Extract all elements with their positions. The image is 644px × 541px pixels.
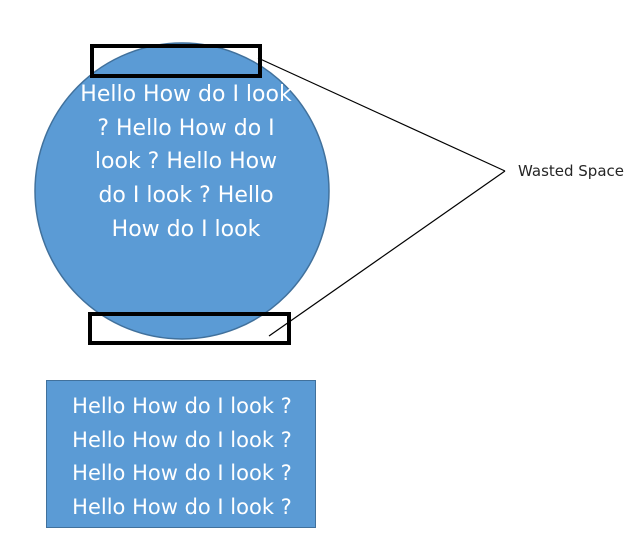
bottom-wasted-space-box: [88, 312, 291, 345]
rectangle-text-line: Hello How do I look ?: [72, 427, 292, 452]
circle-shape-text: Hello How do I look ? Hello How do I loo…: [80, 82, 292, 242]
callout-line-bottom: [268, 170, 506, 337]
rectangle-shape: Hello How do I look ? Hello How do I loo…: [46, 380, 316, 528]
top-wasted-space-box: [90, 44, 262, 78]
rectangle-text-line: Hello How do I look ?: [72, 394, 292, 418]
rectangle-text-line: Hello How do I look ?: [72, 461, 292, 486]
circle-shape: [34, 42, 330, 340]
wasted-space-label: Wasted Space: [518, 162, 624, 180]
callout-line-top: [257, 57, 506, 172]
rectangle-text-line: Hello How do I look ?: [72, 495, 292, 520]
